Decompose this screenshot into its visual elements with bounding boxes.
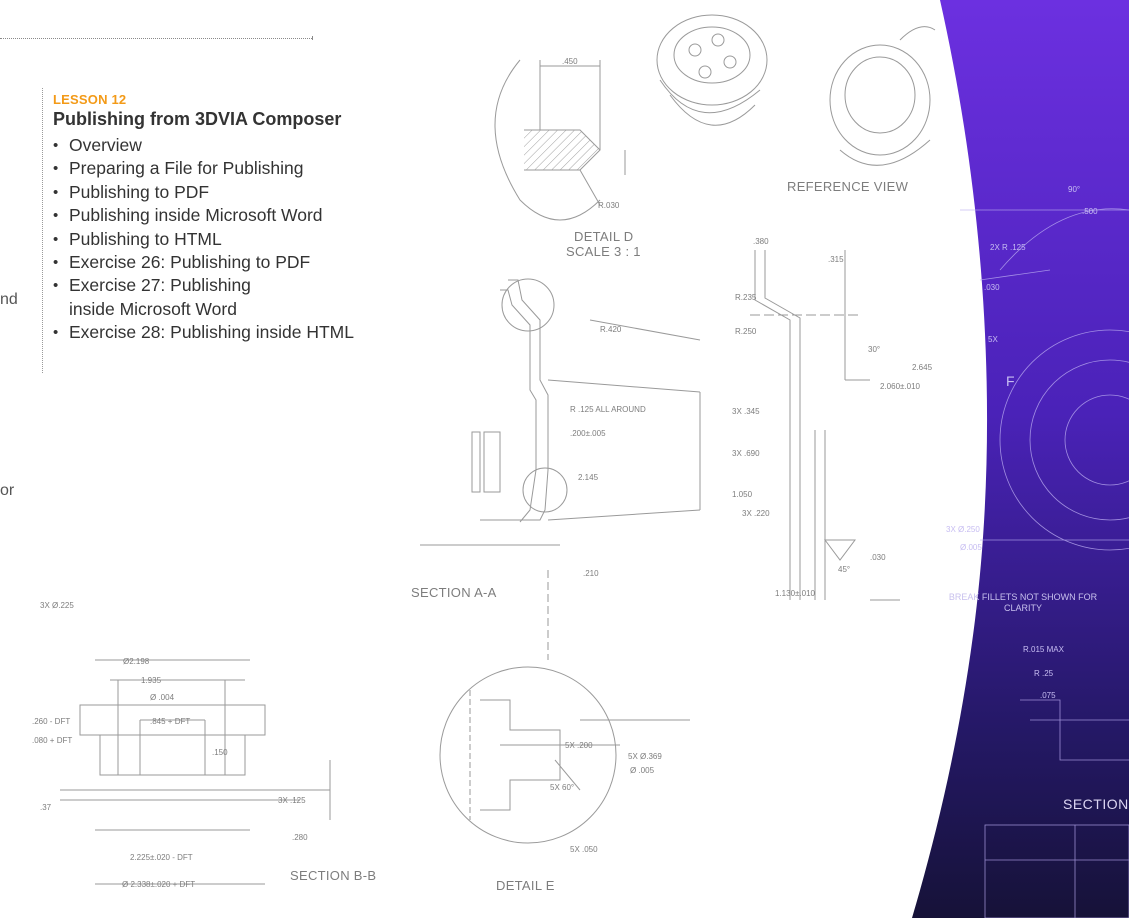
break-fillets-note: BREAK FILLETS NOT SHOWN FOR CLARITY — [948, 592, 1098, 613]
left-text-fragment: nd — [0, 291, 18, 308]
lesson-topic: • Publishing to PDF — [53, 181, 473, 204]
reference-view-caption: REFERENCE VIEW — [787, 179, 909, 194]
dimension-label: 2.645 — [912, 363, 933, 372]
dimension-label: Ø2.198 — [123, 657, 150, 666]
dimension-label: 3X .690 — [732, 449, 760, 458]
dimension-label: 1.050 — [732, 490, 753, 499]
dimension-label: 5X Ø.369 — [628, 752, 662, 761]
lesson-topic-text: Exercise 26: Publishing to PDF — [69, 252, 311, 273]
detail-d-scale-caption: SCALE 3 : 1 — [566, 244, 641, 259]
dimension-label: 5X .200 — [565, 741, 593, 750]
dimension-label: .37 — [40, 803, 52, 812]
dimension-label: .380 — [753, 237, 769, 246]
bullet-icon: • — [53, 254, 59, 272]
lesson-topic: • Exercise 26: Publishing to PDF — [53, 251, 473, 274]
dimension-label: 2.225±.020 - DFT — [130, 853, 193, 862]
lesson-topic-text: Exercise 27: Publishing inside Microsoft… — [69, 275, 251, 319]
lesson-topic-text: Publishing to PDF — [69, 181, 210, 202]
dimension-label: .315 — [828, 255, 844, 264]
detail-d-caption: DETAIL D — [574, 229, 633, 244]
lesson-label: LESSON 12 — [53, 92, 127, 107]
lesson-topic-text: Publishing inside Microsoft Word — [69, 205, 323, 226]
reference-view-part-right — [829, 26, 936, 166]
section-a-a-drawing — [420, 278, 701, 660]
bullet-icon: • — [53, 324, 59, 342]
dimension-label: .210 — [583, 569, 599, 578]
dimension-label: R.235 — [735, 293, 757, 302]
lesson-topic-text: Preparing a File for Publishing — [69, 158, 304, 179]
detail-e-caption: DETAIL E — [496, 878, 555, 893]
dimension-label: 3X Ø.225 — [40, 601, 74, 610]
dimension-label: Ø 2.338±.020 + DFT — [122, 880, 195, 889]
dimension-label: .845 + DFT — [150, 717, 190, 726]
section-right-caption: SECTION — [1063, 796, 1129, 812]
lesson-topic: • Exercise 28: Publishing inside HTML — [53, 321, 473, 344]
bullet-icon: • — [53, 207, 59, 225]
lesson-topic-text: Publishing to HTML — [69, 228, 222, 249]
dimension-label: .080 + DFT — [32, 736, 72, 745]
dimension-label: 3X .345 — [732, 407, 760, 416]
dimension-label: 5X .050 — [570, 845, 598, 854]
dimension-label: 3X .125 — [278, 796, 306, 805]
dimension-label: R.420 — [600, 325, 622, 334]
lesson-topic: • Exercise 27: Publishing inside Microsof… — [53, 274, 299, 321]
lesson-topic: • Publishing to HTML — [53, 228, 473, 251]
dimension-label: 3X .220 — [742, 509, 770, 518]
dimension-label: .030 — [870, 553, 886, 562]
lesson-topic-text: Exercise 28: Publishing inside HTML — [69, 322, 354, 343]
dimension-label: 45° — [838, 565, 850, 574]
dimension-label: 5X 60° — [550, 783, 574, 792]
dimension-label: 2.145 — [578, 473, 599, 482]
top-divider — [0, 38, 312, 39]
lesson-topic: • Publishing inside Microsoft Word — [53, 204, 473, 227]
dimension-label: Ø .004 — [150, 693, 175, 702]
bullet-icon: • — [53, 160, 59, 178]
bullet-icon: • — [53, 137, 59, 154]
top-divider-end — [308, 36, 313, 40]
dimension-label: 2.060±.010 — [880, 382, 921, 391]
lesson-topic-text: Overview — [69, 135, 142, 155]
section-b-b-drawing — [60, 659, 331, 885]
dimension-label: .260 - DFT — [32, 717, 70, 726]
bullet-icon: • — [53, 230, 59, 248]
dimension-label: 30° — [868, 345, 880, 354]
detail-e-drawing — [439, 666, 690, 844]
dimension-label: R .125 ALL AROUND — [570, 405, 646, 414]
dimension-label: .280 — [292, 833, 308, 842]
dimension-label: .450 — [562, 57, 578, 66]
dimension-label: .200±.005 — [570, 429, 606, 438]
dimension-label: Ø .005 — [630, 766, 655, 775]
middle-profile-drawing — [750, 250, 900, 601]
lesson-title: Publishing from 3DVIA Composer — [53, 109, 342, 129]
lesson-topic-list: • Overview • Preparing a File for Publishi… — [53, 134, 473, 345]
dimension-label: R.030 — [598, 201, 620, 210]
dimension-label: 1.130±.010 — [775, 589, 816, 598]
reference-view-part-left — [656, 14, 768, 126]
dimension-label: R.250 — [735, 327, 757, 336]
section-b-b-caption: SECTION B-B — [290, 868, 376, 883]
lesson-topic: • Overview — [53, 134, 473, 157]
lesson-block: LESSON 12 Publishing from 3DVIA Composer… — [42, 88, 473, 373]
dimension-label: .150 — [212, 748, 228, 757]
bullet-icon: • — [53, 277, 59, 295]
bullet-icon: • — [53, 183, 59, 201]
lesson-topic: • Preparing a File for Publishing — [53, 157, 473, 180]
left-text-fragment: or — [0, 482, 15, 499]
section-a-a-caption: SECTION A-A — [411, 585, 497, 600]
dimension-label: 1.935 — [141, 676, 162, 685]
detail-d-drawing — [494, 59, 626, 221]
